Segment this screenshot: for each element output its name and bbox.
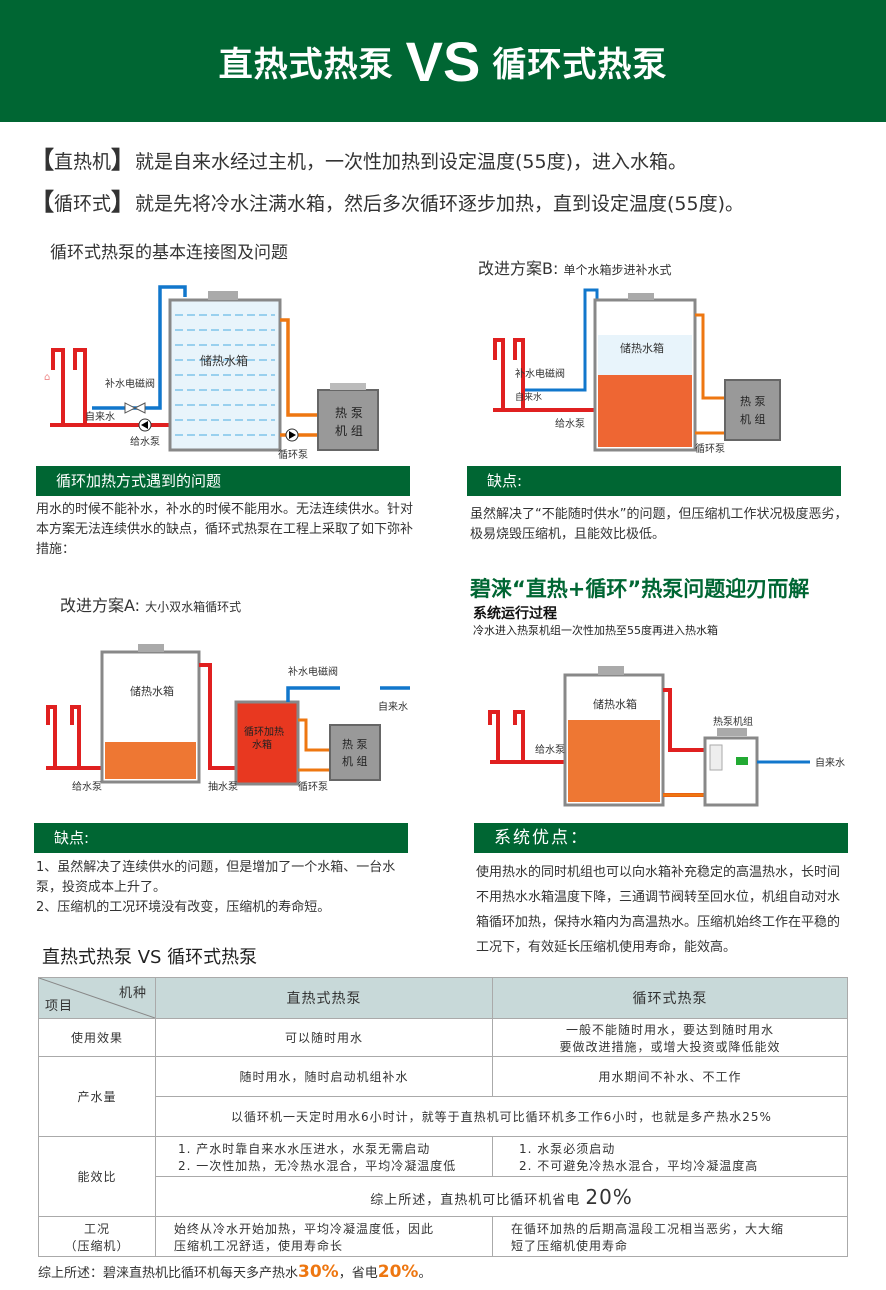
banner-vs: VS: [405, 29, 481, 93]
svg-text:热 泵: 热 泵: [740, 395, 766, 408]
solution-diagram: 储热水箱 热泵机组 自来水 给水泵: [488, 666, 845, 807]
svg-text:补水电磁阀: 补水电磁阀: [515, 367, 565, 380]
tank-label: 储热水箱: [200, 353, 248, 368]
plan-a-subtitle: 大小双水箱循环式: [145, 600, 242, 614]
svg-text:储热水箱: 储热水箱: [130, 684, 174, 698]
svg-text:机 组: 机 组: [342, 754, 368, 768]
definition-text: 就是先将冷水注满水箱，然后多次循环逐步加热，直到设定温度(55度)。: [135, 193, 745, 215]
svg-text:循环泵: 循环泵: [298, 780, 328, 793]
plan-b-drawback-text: 虽然解决了“不能随时供水”的问题，但压缩机工作状况极度恶劣，极易烧毁压缩机，且能…: [470, 507, 848, 542]
table-row: 使用效果 可以随时用水 一般不能随时用水，要达到随时用水要做改进措施，或增大投资…: [38, 1018, 848, 1057]
plan-b-diagram: 储热水箱 热 泵 机 组 补水电磁阀 自来水 给水泵 循环泵: [493, 288, 781, 455]
svg-text:抽水泵: 抽水泵: [208, 780, 238, 793]
svg-text:自来水: 自来水: [815, 756, 845, 769]
tap-water-label: 自来水: [85, 410, 115, 423]
circ-pump-label: 循环泵: [278, 448, 308, 460]
table-row: 产水量 随时用水，随时启动机组补水 用水期间不补水、不工作: [38, 1056, 848, 1137]
svg-text:给水泵: 给水泵: [72, 780, 102, 793]
svg-text:储热水箱: 储热水箱: [593, 697, 637, 711]
definition-term: 循环式: [54, 193, 112, 215]
plan-a-diagram: 储热水箱 循环加热 水箱 热 泵 机 组 补水电磁阀 自来水 给水泵 抽水泵 循…: [46, 644, 410, 793]
definition-text: 就是自来水经过主机，一次性加热到设定温度(55度)，进入水箱。: [135, 151, 688, 173]
col-direct: 直热式热泵: [154, 977, 494, 1019]
plan-a-label: 改进方案A:: [60, 596, 141, 615]
svg-text:机 组: 机 组: [335, 424, 363, 438]
comparison-title: 直热式热泵 VS 循环式热泵: [42, 947, 258, 968]
svg-text:给水泵: 给水泵: [535, 743, 565, 756]
svg-text:自来水: 自来水: [515, 391, 542, 403]
svg-text:循环加热: 循环加热: [244, 725, 284, 738]
svg-text:补水电磁阀: 补水电磁阀: [288, 665, 338, 678]
plan-b-title: 改进方案B: 单个水箱步进补水式: [478, 255, 671, 279]
diag-header-cell: 机种 项目: [38, 977, 156, 1019]
definition-cycle: 【循环式】就是先将冷水注满水箱，然后多次循环逐步加热，直到设定温度(55度)。: [30, 188, 745, 216]
solution-headline: 碧涞“直热+循环”热泵问题迎刃而解: [470, 577, 810, 601]
table-row: 工况（压缩机） 始终从冷水开始加热，平均冷凝温度低，因此压缩机工况舒适，使用寿命…: [38, 1216, 848, 1257]
problem-bar: 循环加热方式遇到的问题: [36, 466, 410, 496]
plan-b-subtitle: 单个水箱步进补水式: [563, 263, 672, 277]
drawback-item: 2、压缩机的工况环境没有改变，压缩机的寿命短。: [36, 900, 331, 915]
plan-a-drawback-bar: 缺点:: [34, 823, 408, 853]
svg-text:热泵机组: 热泵机组: [713, 715, 753, 728]
tank-label: 储热水箱: [620, 341, 664, 355]
svg-text:⌂: ⌂: [44, 372, 50, 383]
summary-water-value: 30%: [298, 1262, 339, 1282]
basic-diagram: ⌂ 储热水箱 热 泵 机 组 补水电磁阀 自来水 给水泵 循环泵: [44, 285, 379, 460]
advantages-bar: 系统优点：: [474, 823, 848, 853]
definition-term: 直热机: [54, 151, 112, 173]
supply-pump-label: 给水泵: [130, 435, 160, 448]
title-banner: 直热式热泵 VS 循环式热泵: [0, 0, 886, 122]
comparison-table: 机种 项目 直热式热泵 循环式热泵 使用效果 可以随时用水 一般不能随时用水，要…: [38, 977, 848, 1257]
col-cycle: 循环式热泵: [492, 977, 848, 1019]
svg-text:热 泵: 热 泵: [342, 738, 368, 751]
plan-b-label: 改进方案B:: [478, 259, 559, 278]
plan-a-title: 改进方案A: 大小双水箱循环式: [60, 592, 241, 616]
table-row: 综上所述，直热机可比循环机省电 20%: [39, 1176, 848, 1217]
svg-text:自来水: 自来水: [378, 700, 408, 713]
svg-text:机 组: 机 组: [740, 412, 766, 426]
svg-text:给水泵: 给水泵: [555, 417, 585, 430]
plan-b-drawback-bar: 缺点:: [467, 466, 841, 496]
plan-a-drawback-list: 1、虽然解决了连续供水的问题，但是增加了一个水箱、一台水泵，投资成本上升了。 2…: [36, 858, 416, 918]
table-row: 以循环机一天定时用水6小时计，就等于直热机可比循环机多工作6小时，也就是多产热水…: [39, 1096, 848, 1137]
svg-text:水箱: 水箱: [252, 738, 272, 751]
advantages-text: 使用热水的同时机组也可以向水箱补充稳定的高温热水，长时间不用热水水箱温度下降，三…: [476, 865, 841, 955]
definition-direct: 【直热机】就是自来水经过主机，一次性加热到设定温度(55度)，进入水箱。: [30, 146, 688, 174]
banner-right: 循环式热泵: [492, 44, 668, 85]
basic-title: 循环式热泵的基本连接图及问题: [50, 243, 288, 263]
svg-text:热 泵: 热 泵: [335, 406, 363, 420]
process-title: 系统运行过程: [473, 606, 557, 622]
banner-left: 直热式热泵: [218, 44, 394, 85]
summary: 综上所述：碧涞直热机比循环机每天多产热水30%，省电20%。: [38, 1262, 432, 1282]
svg-text:循环泵: 循环泵: [695, 442, 725, 455]
valve-label: 补水电磁阀: [105, 377, 155, 390]
summary-power-value: 20%: [377, 1262, 419, 1282]
problem-text: 用水的时候不能补水，补水的时候不能用水。无法连续供水。针对本方案无法连续供水的缺…: [36, 502, 414, 557]
drawback-item: 1、虽然解决了连续供水的问题，但是增加了一个水箱、一台水泵，投资成本上升了。: [36, 860, 396, 895]
process-text: 冷水进入热泵机组一次性加热至55度再进入热水箱: [473, 624, 718, 637]
